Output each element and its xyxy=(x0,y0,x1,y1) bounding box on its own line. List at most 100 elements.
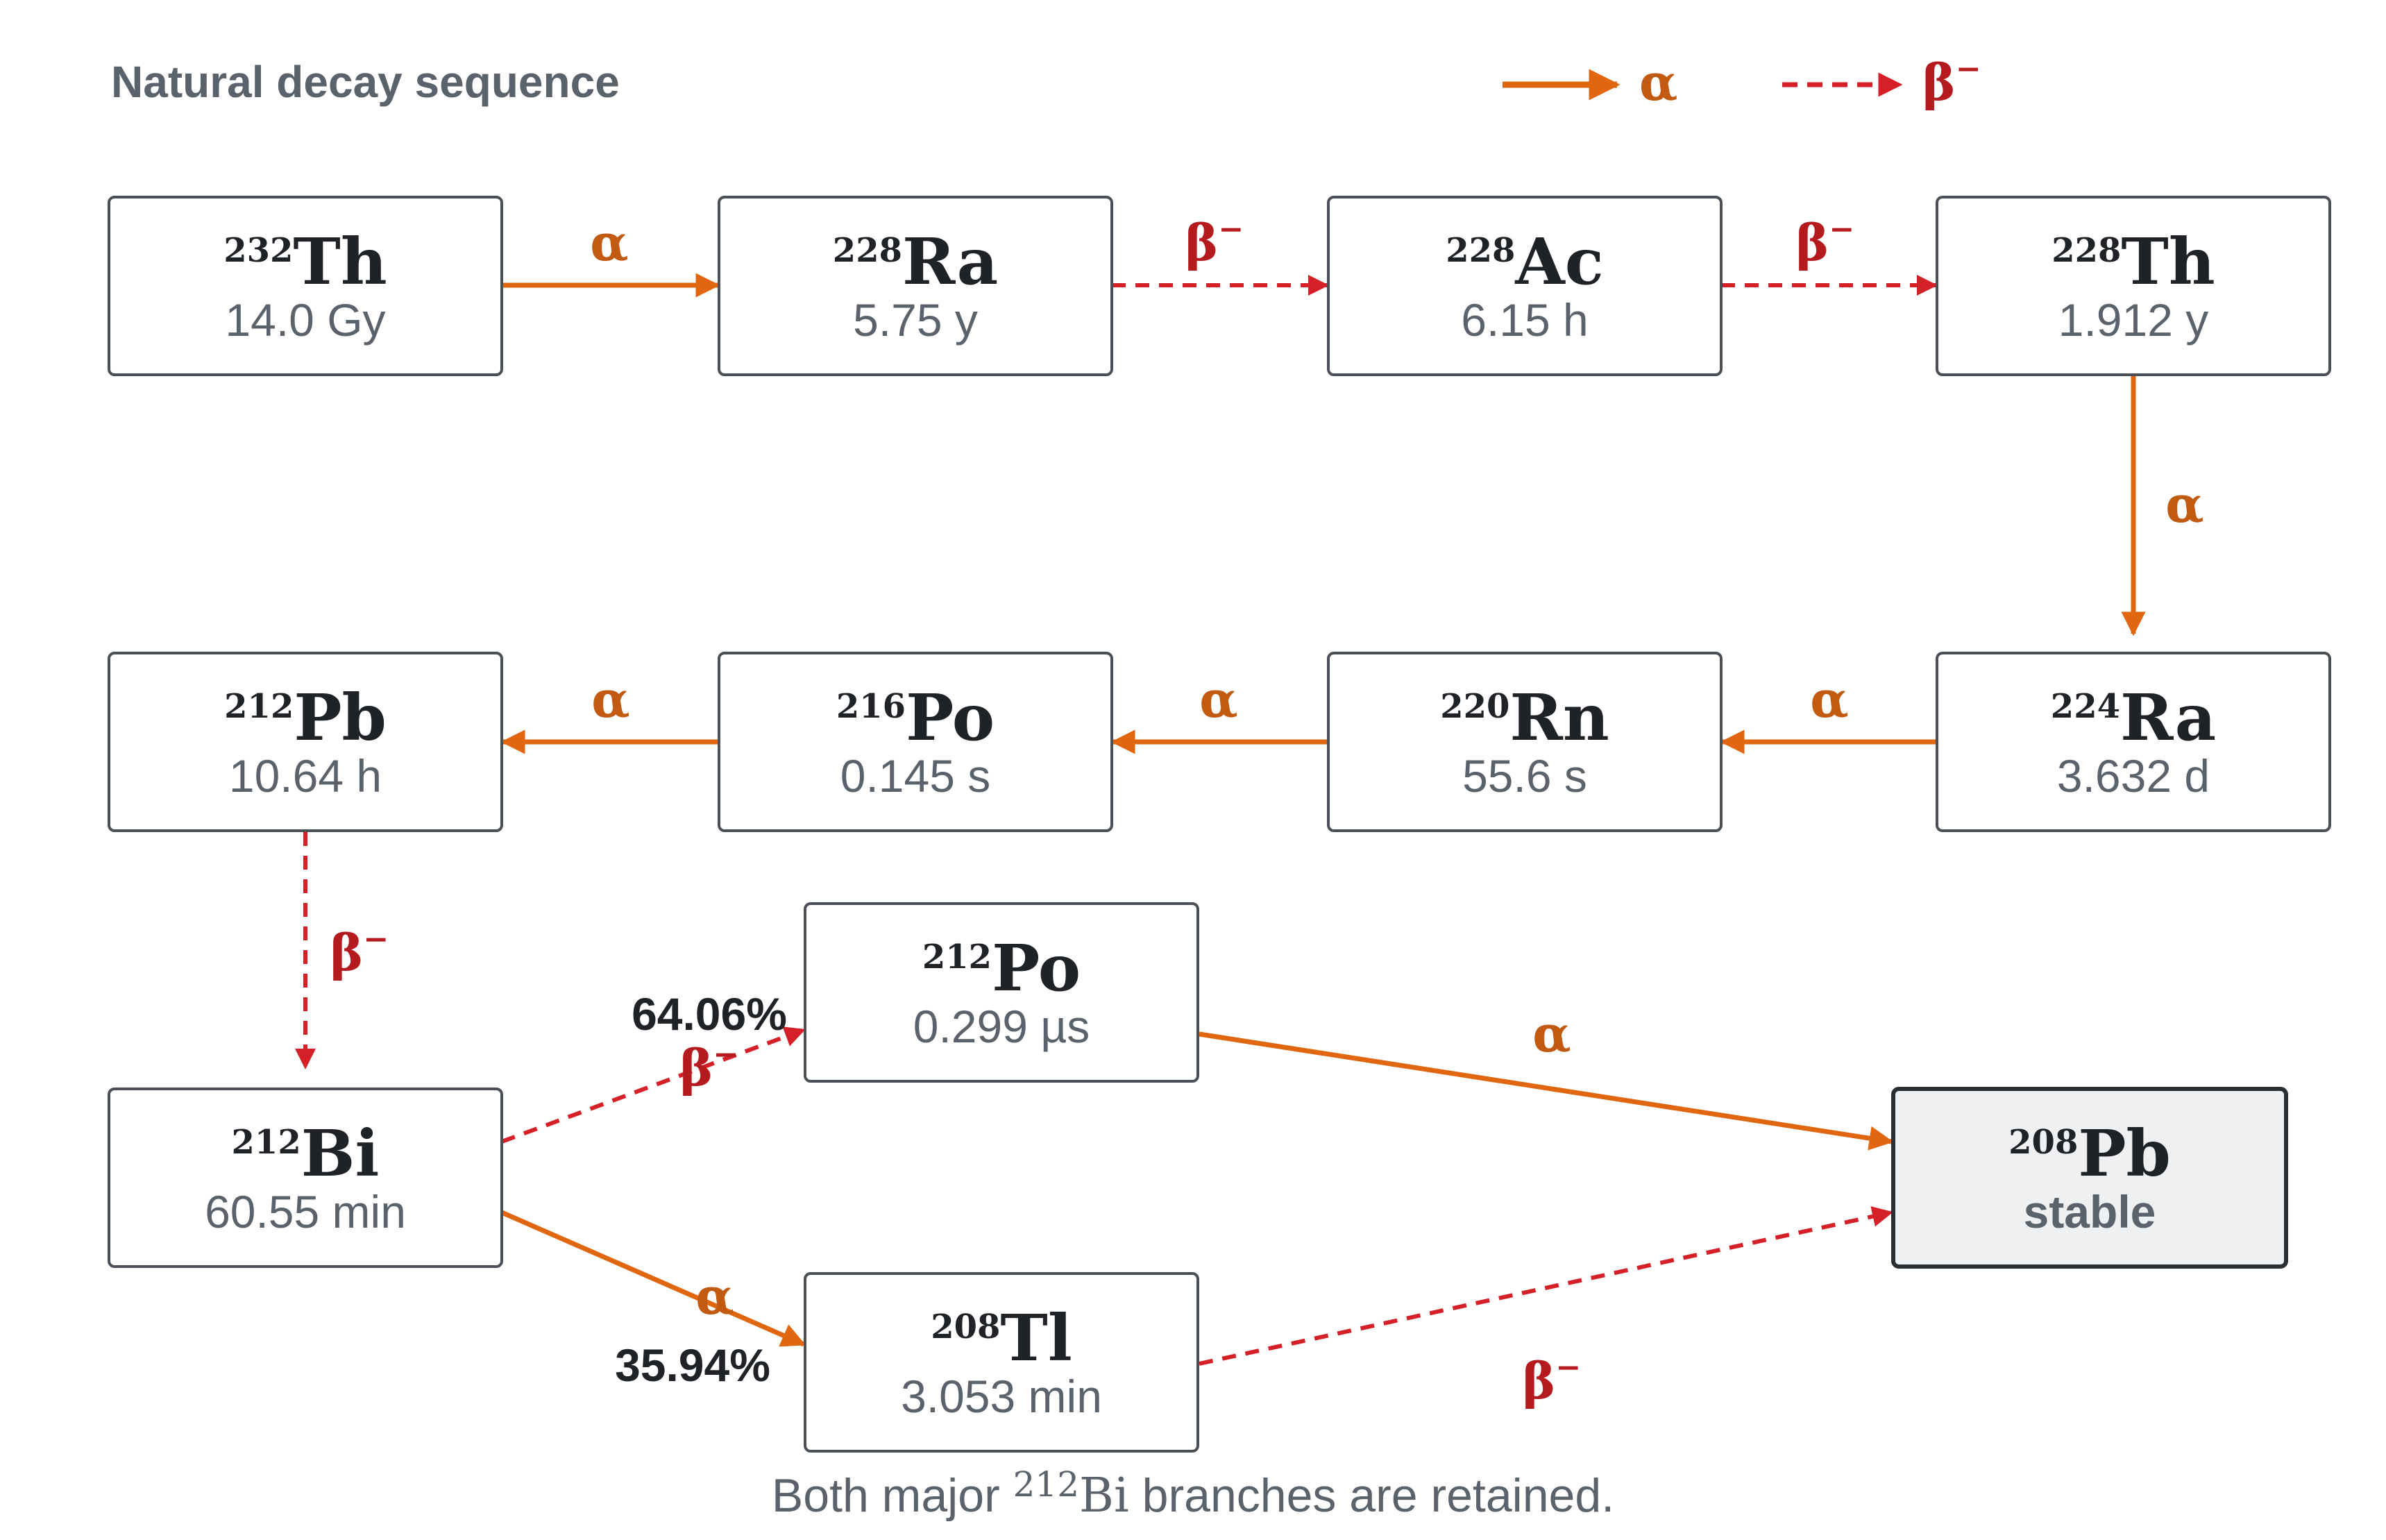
decay-mode-letter: α xyxy=(695,1267,734,1326)
footnote-symbol: Bi xyxy=(1079,1469,1129,1523)
mass-number: 208 xyxy=(931,1308,1000,1346)
transition-ra224-to-rn220-label: α xyxy=(1810,670,1848,729)
decay-mode-letter: α xyxy=(1532,1004,1571,1063)
half-life-th232: 14.0 Gy xyxy=(225,294,385,346)
transition-ra228-to-ac228-label: β− xyxy=(1185,212,1244,272)
footnote-before: Both major xyxy=(772,1469,1013,1522)
nuclide-box-frame xyxy=(108,1088,503,1268)
mass-number: 228 xyxy=(1446,231,1515,270)
element-symbol: Rn xyxy=(1509,680,1609,755)
decay-mode-sup: − xyxy=(1829,212,1854,247)
transition-bi212-to-po212-arrow xyxy=(500,1026,806,1144)
decay-mode-letter: α xyxy=(1199,670,1237,729)
nuclide-box-frame xyxy=(804,902,1199,1083)
legend-alpha-label: α xyxy=(1639,53,1677,112)
nuclide-box-frame xyxy=(1891,1087,2288,1269)
decay-mode-letter: β xyxy=(1185,213,1219,272)
element-symbol: Th xyxy=(2121,224,2215,299)
nuclide-symbol-ra228: 228Ra xyxy=(833,224,998,299)
decay-mode-sup: − xyxy=(363,922,389,957)
transition-po216-to-pb212-label: α xyxy=(591,670,629,729)
nuclide-box-frame xyxy=(1327,652,1723,832)
nuclide-symbol-pb208: 208Pb xyxy=(2008,1116,2171,1191)
footnote-after: branches are retained. xyxy=(1129,1469,1614,1522)
mass-number: 232 xyxy=(223,231,293,270)
transition-bi212-to-tl208-label: α xyxy=(695,1267,734,1326)
element-symbol: Pb xyxy=(294,680,387,755)
half-life-pb212: 10.64 h xyxy=(229,750,382,802)
half-life-th228: 1.912 y xyxy=(2058,294,2209,346)
decay-mode-letter: β xyxy=(680,1038,713,1097)
nuclide-symbol-bi212: 212Bi xyxy=(232,1116,380,1191)
legend-beta-letter: β xyxy=(1922,53,1956,112)
mass-number: 224 xyxy=(2051,687,2120,726)
element-symbol: Bi xyxy=(301,1116,380,1191)
transition-po212-to-pb208-label: α xyxy=(1532,1004,1571,1063)
decay-mode-letter: α xyxy=(591,670,629,729)
element-symbol: Pb xyxy=(2078,1116,2171,1191)
branch-ratio-tl208: 35.94% xyxy=(615,1339,770,1391)
half-life-pb208: stable xyxy=(2024,1186,2156,1237)
transition-bi212-to-po212-label: β− xyxy=(680,1037,739,1097)
mass-number: 228 xyxy=(2051,231,2121,270)
nuclide-box-frame xyxy=(1936,652,2331,832)
half-life-rn220: 55.6 s xyxy=(1462,750,1587,802)
decay-mode-letter: α xyxy=(2165,475,2203,534)
decay-mode-letter: β xyxy=(1796,213,1829,272)
nuclide-symbol-pb212: 212Pb xyxy=(224,680,387,755)
half-life-po216: 0.145 s xyxy=(840,750,991,802)
element-symbol: Tl xyxy=(1000,1301,1072,1376)
half-life-ac228: 6.15 h xyxy=(1461,294,1589,346)
nuclide-box-frame xyxy=(718,196,1113,376)
footnote: Both major 212Bi branches are retained. xyxy=(772,1464,1614,1523)
nuclide-symbol-th232: 232Th xyxy=(223,224,387,299)
nuclide-symbol-po216: 216Po xyxy=(836,680,995,755)
element-symbol: Po xyxy=(906,680,995,755)
transition-ac228-to-th228-label: β− xyxy=(1796,212,1855,272)
mass-number: 228 xyxy=(833,231,902,270)
decay-mode-letter: β xyxy=(1523,1351,1556,1410)
nuclide-box-frame xyxy=(804,1272,1199,1453)
branch-ratio-po212: 64.06% xyxy=(632,988,787,1040)
element-symbol: Th xyxy=(293,224,387,299)
half-life-ra224: 3.632 d xyxy=(2057,750,2210,802)
element-symbol: Ac xyxy=(1514,224,1603,299)
decay-mode-sup: − xyxy=(1555,1350,1581,1385)
element-symbol: Po xyxy=(992,931,1081,1006)
nuclide-box-frame xyxy=(718,652,1113,832)
nuclide-symbol-th228: 228Th xyxy=(2051,224,2215,299)
nuclide-symbol-tl208: 208Tl xyxy=(931,1301,1072,1376)
nuclide-symbol-ra224: 224Ra xyxy=(2051,680,2216,755)
footnote-mass: 212 xyxy=(1013,1464,1079,1505)
transition-po212-to-pb208-arrow xyxy=(1199,1031,1894,1151)
nuclide-box-frame xyxy=(108,652,503,832)
legend-beta-sup: − xyxy=(1956,51,1981,87)
decay-mode-letter: α xyxy=(590,213,628,272)
nuclide-symbol-rn220: 220Rn xyxy=(1440,680,1609,755)
diagram-title: Natural decay sequence xyxy=(111,57,620,107)
mass-number: 208 xyxy=(2008,1123,2078,1162)
legend: α β− xyxy=(1503,51,1981,112)
decay-mode-sup: − xyxy=(713,1037,738,1072)
half-life-tl208: 3.053 min xyxy=(901,1371,1102,1422)
mass-number: 212 xyxy=(232,1123,301,1162)
half-life-po212: 0.299 µs xyxy=(913,1001,1090,1052)
legend-beta-label: β− xyxy=(1922,51,1981,112)
transition-pb212-to-bi212-label: β− xyxy=(330,922,389,982)
half-life-ra228: 5.75 y xyxy=(853,294,978,346)
mass-number: 212 xyxy=(922,938,992,976)
transition-bi212-to-tl208-arrow xyxy=(500,1210,806,1347)
nuclide-symbol-po212: 212Po xyxy=(922,931,1081,1006)
nuclide-symbol-ac228: 228Ac xyxy=(1446,224,1604,299)
mass-number: 220 xyxy=(1440,687,1509,726)
decay-mode-letter: α xyxy=(1810,670,1848,729)
